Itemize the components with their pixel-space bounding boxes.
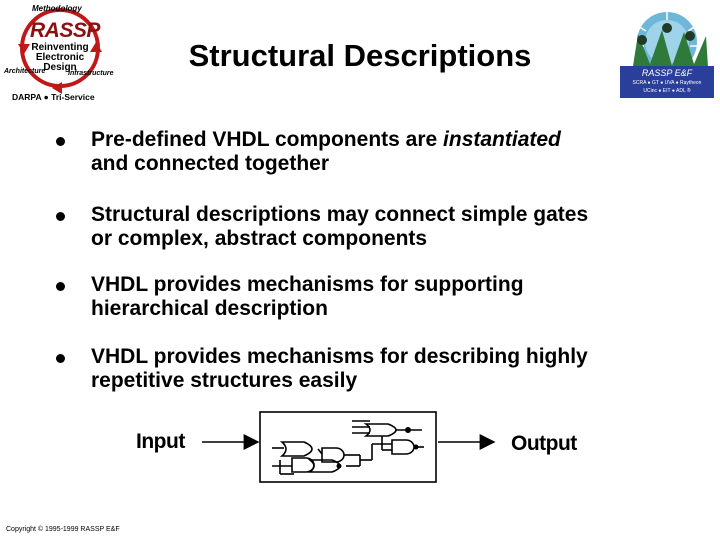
bullet-text: VHDL provides mechanisms for supporting … bbox=[91, 273, 524, 320]
gate-circuit-diagram bbox=[202, 411, 496, 483]
component-box bbox=[259, 411, 437, 483]
bullet-text: VHDL provides mechanisms for describing … bbox=[91, 345, 588, 392]
bullet-icon bbox=[56, 282, 65, 291]
logo-line-1: Reinventing bbox=[31, 42, 89, 53]
logo-subcaption-1: SCRA ● GT ● UVA ● Raytheon bbox=[632, 80, 702, 86]
copyright-text: Copyright © 1995-1999 RASSP E&F bbox=[6, 526, 120, 533]
logo-caption: RASSP E&F bbox=[641, 68, 693, 78]
or-gate-icon bbox=[363, 423, 397, 437]
bullet-text: Structural descriptions may connect simp… bbox=[91, 203, 589, 250]
logo-darpa: DARPA ● Tri-Service bbox=[12, 92, 95, 102]
rassp-logo-ring-icon bbox=[18, 8, 102, 94]
rassp-logo: Methodology RASSP Reinventing Electronic… bbox=[4, 2, 116, 106]
logo-architecture: Architecture bbox=[4, 68, 46, 75]
bullet-text: Pre-defined VHDL components are instanti… bbox=[91, 128, 561, 175]
output-label: Output bbox=[511, 432, 577, 455]
rassp-ef-logo: RASSP E&F SCRA ● GT ● UVA ● Raytheon UCi… bbox=[620, 6, 714, 98]
and-gate-icon bbox=[321, 447, 345, 463]
emphasis-text: instantiated bbox=[443, 128, 561, 151]
bullet-icon bbox=[56, 354, 65, 363]
bullet-icon bbox=[56, 137, 65, 146]
rassp-ef-emblem-icon bbox=[620, 6, 714, 98]
logo-subcaption-2: UCinc ● EIT ● ADL ® bbox=[643, 88, 691, 94]
or-gate-icon bbox=[279, 441, 313, 457]
slide-title: Structural Descriptions bbox=[188, 38, 532, 73]
input-label: Input bbox=[136, 430, 185, 453]
and-gate-icon bbox=[391, 439, 415, 455]
logo-line-3: Design bbox=[43, 62, 77, 73]
bullet-icon bbox=[56, 212, 65, 221]
logo-rassp: RASSP bbox=[30, 19, 100, 42]
logo-line-2: Electronic bbox=[35, 52, 85, 63]
logo-methodology: Methodology bbox=[32, 4, 82, 13]
logo-infrastructure: Infrastructure bbox=[68, 70, 114, 77]
